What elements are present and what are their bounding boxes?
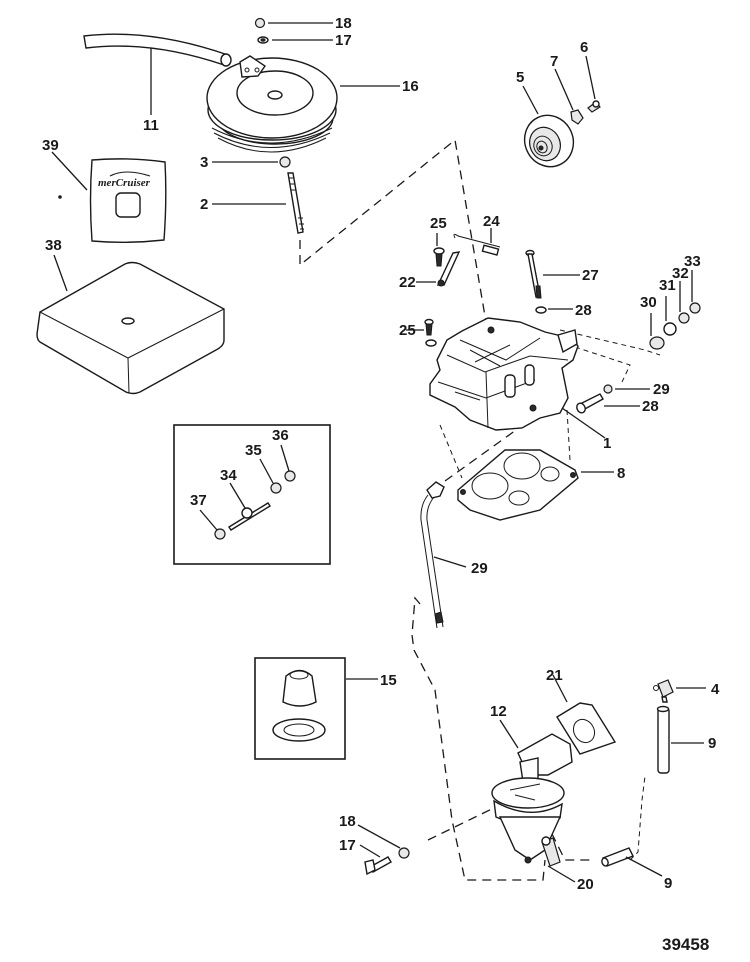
callout-29: 29 xyxy=(653,381,670,398)
assembly-guide-lines xyxy=(299,138,661,881)
bushing-30 xyxy=(649,336,665,350)
callout-6: 6 xyxy=(580,39,588,56)
fuel-pump xyxy=(491,733,573,864)
callout-38: 38 xyxy=(45,237,62,254)
fuel-pump-gasket xyxy=(556,702,617,755)
elbow-fitting-4 xyxy=(653,679,674,703)
screw-6 xyxy=(587,100,601,113)
screw-25-lower xyxy=(424,318,437,347)
screw-28 xyxy=(576,393,604,414)
figure-number: 39458 xyxy=(662,935,709,954)
callout-4: 4 xyxy=(711,681,720,698)
fuel-line xyxy=(420,481,445,629)
callout-39: 39 xyxy=(42,137,59,154)
callout-21: 21 xyxy=(546,667,563,684)
washer-31 xyxy=(663,322,677,336)
callout-5: 5 xyxy=(516,69,524,86)
callout-35: 35 xyxy=(245,442,262,459)
callout-27: 29 xyxy=(471,560,488,577)
callout-2: 2 xyxy=(200,196,208,213)
carburetor xyxy=(429,317,579,431)
engine-cover xyxy=(36,261,225,395)
hose-9-upper xyxy=(656,705,670,774)
callout-7: 7 xyxy=(550,53,558,70)
screw-25-upper xyxy=(433,247,445,267)
link-23 xyxy=(453,233,501,256)
lockwasher-32 xyxy=(678,312,690,324)
washer-26 xyxy=(535,306,547,314)
stud-24 xyxy=(525,249,542,299)
callout-17: 17 xyxy=(339,837,356,854)
callout-22: 22 xyxy=(399,274,416,291)
flame-arrestor xyxy=(206,55,338,153)
stud-kit-box xyxy=(173,424,331,565)
callout-30: 30 xyxy=(640,294,657,311)
callout-11: 17 xyxy=(335,32,352,49)
callout-25: 25 xyxy=(430,215,447,232)
nut-12 xyxy=(254,17,266,29)
callout-25-lower: 25 xyxy=(399,322,416,339)
callout-1: 1 xyxy=(603,435,611,452)
callout-37: 37 xyxy=(190,492,207,509)
decal-brand-text: merCruiser xyxy=(98,177,151,189)
callout-23: 24 xyxy=(483,213,500,230)
callout-8: 8 xyxy=(617,465,625,482)
callout-13: 11 xyxy=(143,117,159,134)
clip-7 xyxy=(570,109,584,125)
callout-28: 28 xyxy=(642,398,659,415)
sight-tube-kit-box xyxy=(254,657,346,760)
decal: merCruiser xyxy=(58,158,167,243)
callout-12: 18 xyxy=(335,15,352,32)
flame-arrestor-cap xyxy=(523,114,575,168)
vent-hose xyxy=(83,33,232,67)
bracket-22 xyxy=(436,251,461,287)
callout-33: 33 xyxy=(684,253,701,270)
callout-36: 36 xyxy=(272,427,289,444)
washer-29 xyxy=(603,384,613,394)
callout-32: 32 xyxy=(672,265,689,282)
stud-2 xyxy=(287,172,304,234)
callout-3: 3 xyxy=(200,154,208,171)
callout-9: 9 xyxy=(708,735,716,752)
callout-10: 16 xyxy=(402,78,419,95)
callout-34: 34 xyxy=(220,467,237,484)
callout-15: 12 xyxy=(490,703,507,720)
carburetor-gasket xyxy=(457,449,579,521)
callout-24: 27 xyxy=(582,267,599,284)
callout-16: 15 xyxy=(380,672,397,689)
callout-9-lower: 9 xyxy=(664,875,672,892)
nut-3 xyxy=(279,156,291,168)
bolt-17 xyxy=(364,856,392,876)
callout-20: 20 xyxy=(577,876,594,893)
fitting-20 xyxy=(541,836,561,867)
hose-9-lower xyxy=(601,847,634,867)
washer-11 xyxy=(257,36,269,44)
nut-33 xyxy=(689,302,701,314)
washer-18 xyxy=(398,847,410,859)
callout-31: 31 xyxy=(659,277,676,294)
callout-18: 18 xyxy=(339,813,356,830)
callout-26: 28 xyxy=(575,302,592,319)
